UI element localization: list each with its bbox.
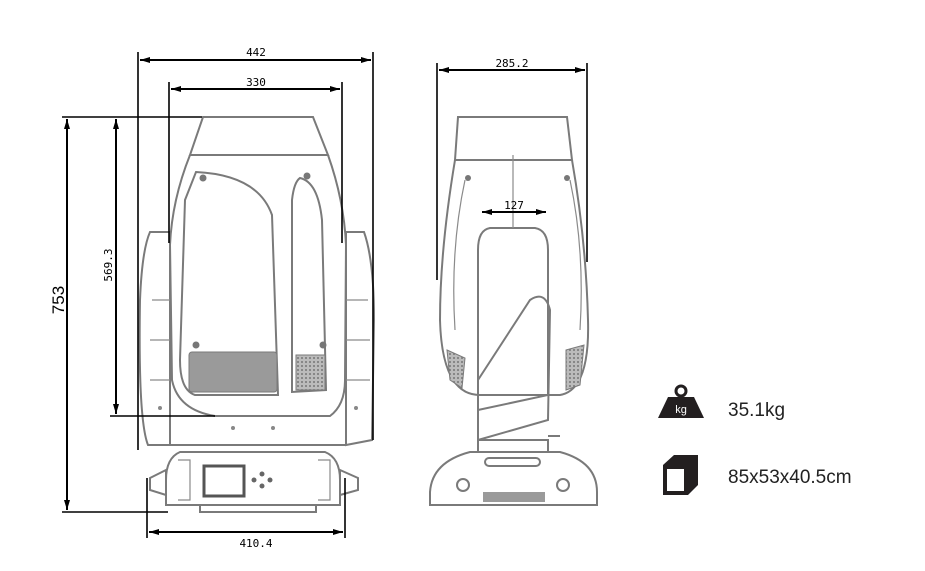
weight-value: 35.1kg xyxy=(728,400,786,421)
dim-front-width: 442 xyxy=(246,46,266,59)
dim-base-width: 410.4 xyxy=(239,537,272,550)
dim-side-width: 285.2 xyxy=(495,57,528,70)
package-size-value: 85x53x40.5cm xyxy=(728,467,852,488)
dim-head-width: 330 xyxy=(246,76,266,89)
dim-total-height: 753 xyxy=(49,286,68,314)
weight-icon: kg xyxy=(658,384,704,418)
weight-icon-label: kg xyxy=(675,404,687,416)
box-icon xyxy=(663,455,698,495)
dimension-lines xyxy=(62,52,588,538)
front-view xyxy=(138,116,376,513)
dim-head-height: 569.3 xyxy=(102,248,115,281)
side-view xyxy=(429,116,598,506)
dim-inner-width: 127 xyxy=(504,199,524,212)
